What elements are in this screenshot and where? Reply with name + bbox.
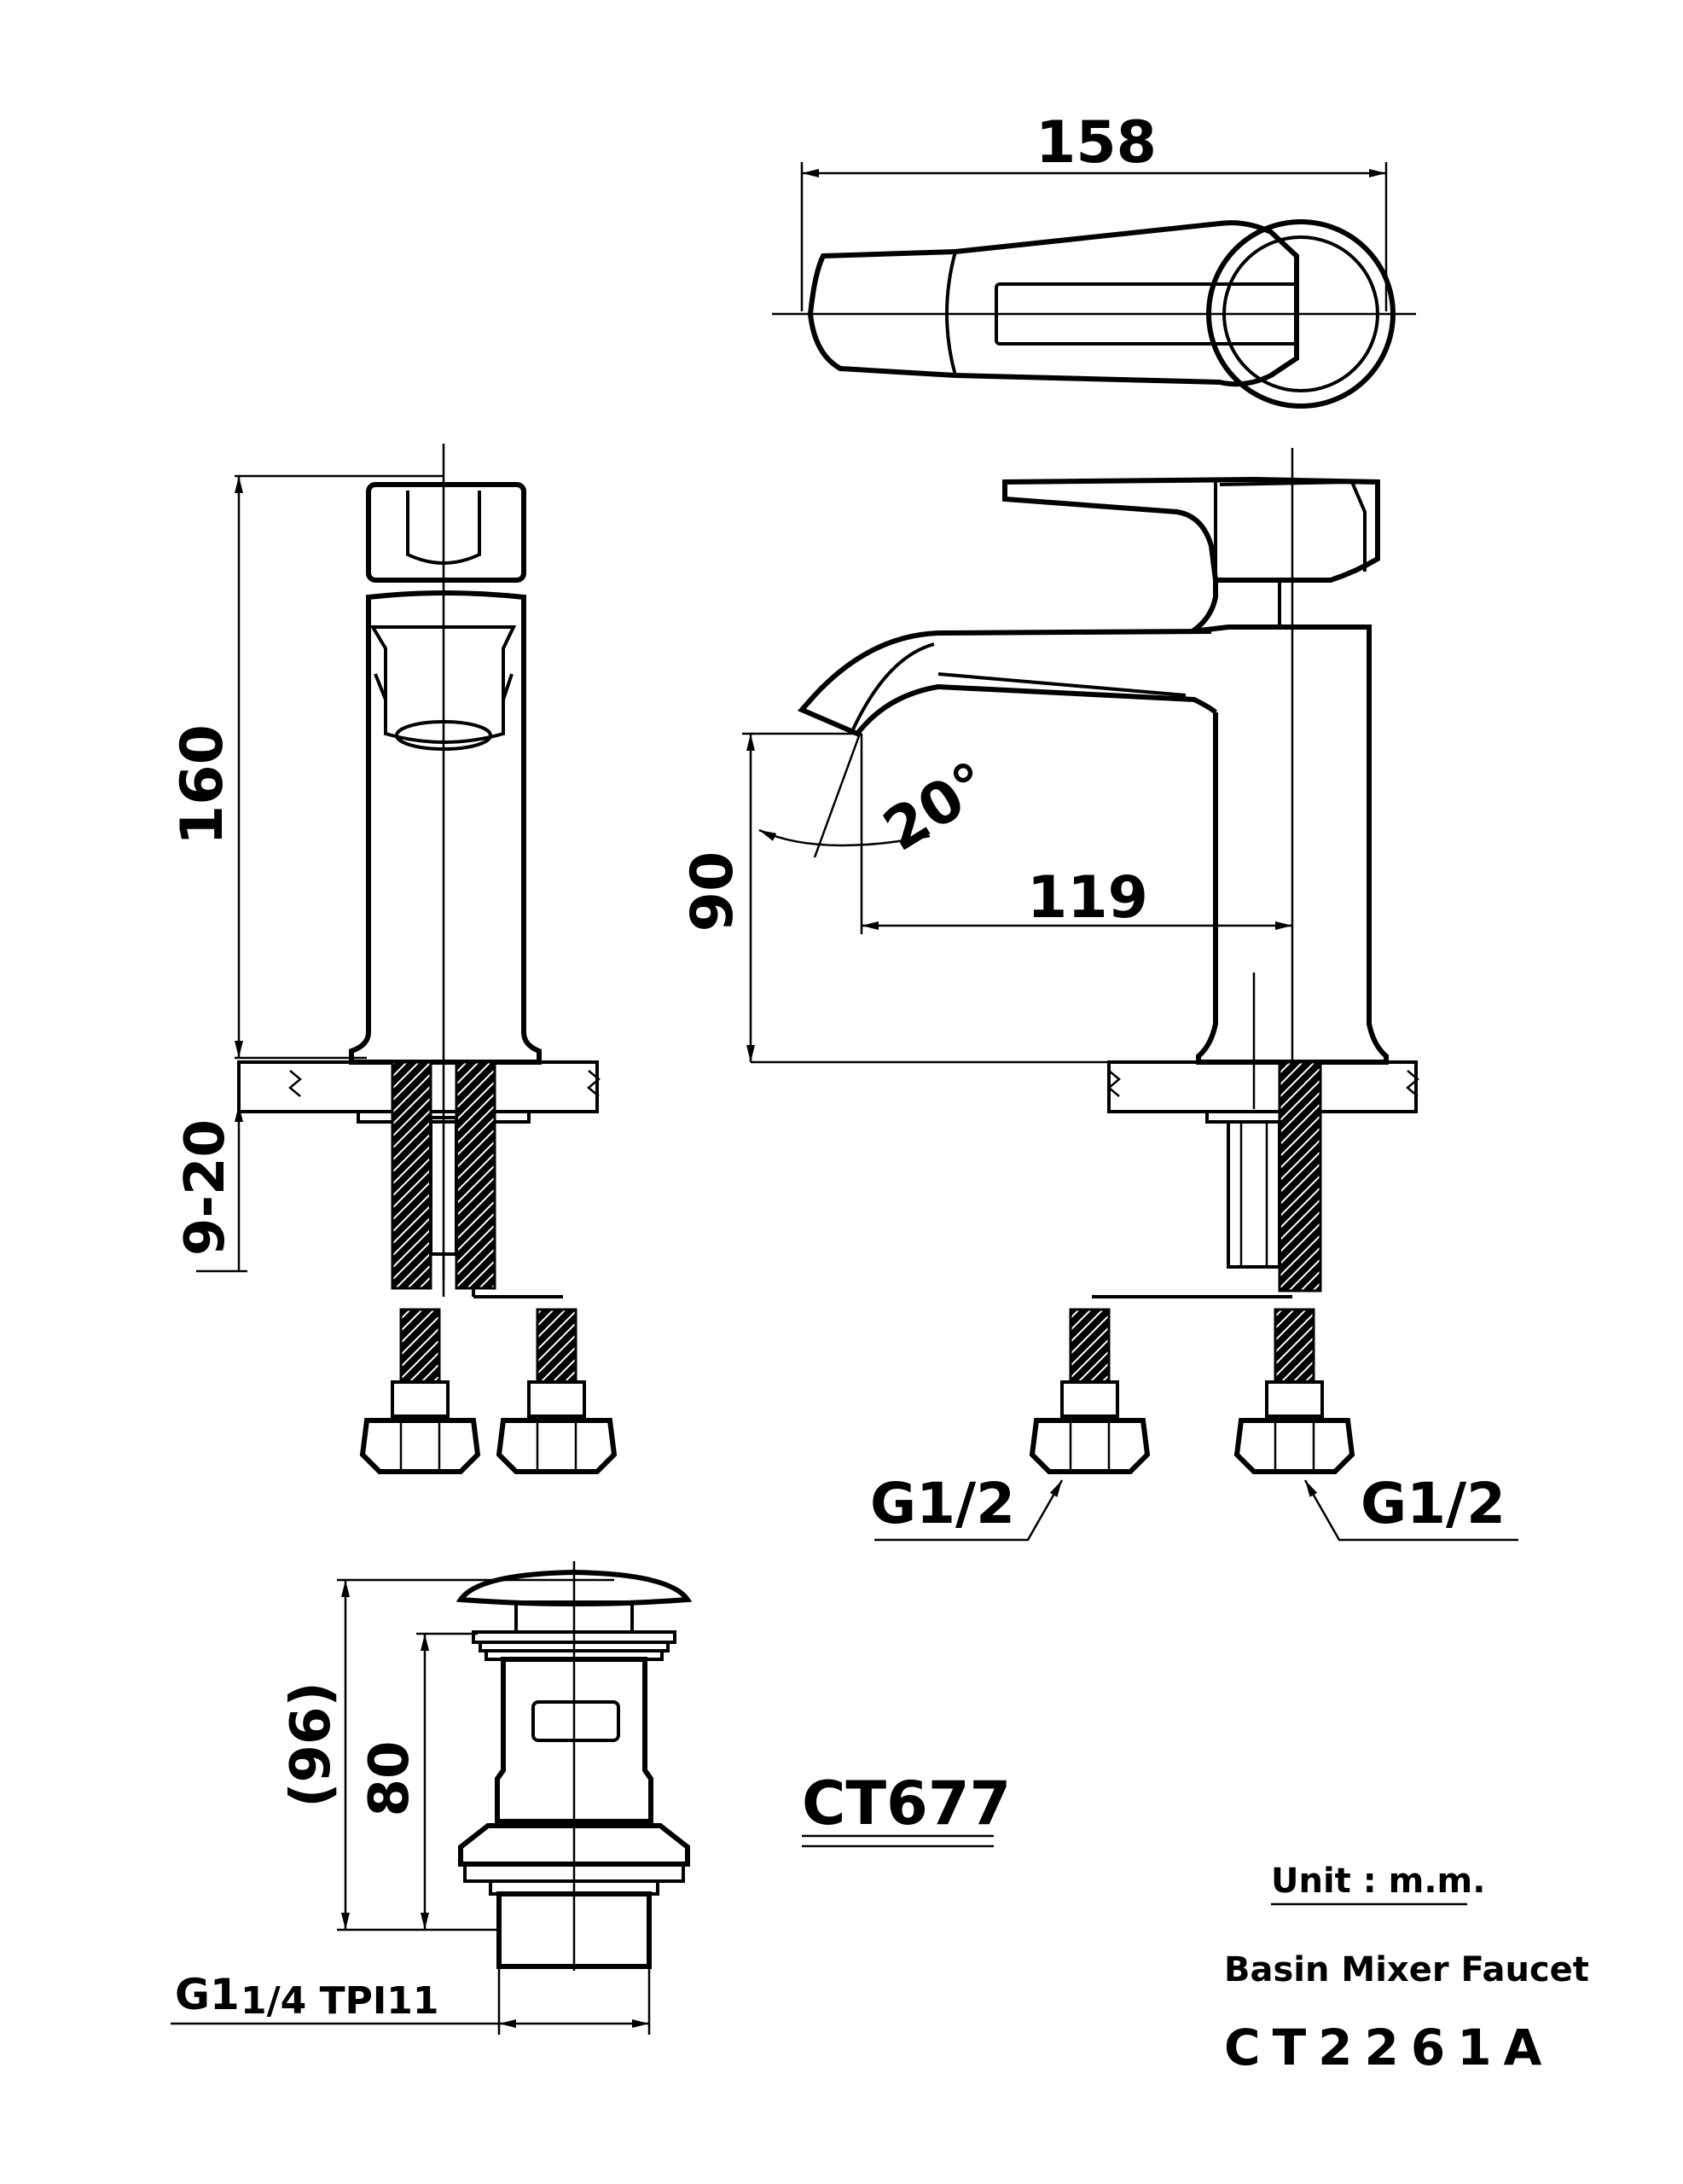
waste-thread-main: G1 (175, 1970, 240, 2019)
dim-spout-reach: 119 (1027, 864, 1148, 932)
unit-label: Unit : m.m. (1271, 1862, 1485, 1901)
front-view: 160 9-20 (169, 444, 618, 1474)
waste-model-label: CT677 (802, 1769, 1011, 1838)
inlet-left-label: G1/2 (870, 1471, 1015, 1536)
product-name: Basin Mixer Faucet (1224, 1950, 1589, 1989)
waste-view: (96) 80 G1 1/4 TPI11 (171, 1561, 693, 2035)
top-view: 158 (772, 109, 1416, 409)
waste-thread-detail: 1/4 TPI11 (241, 1979, 438, 2023)
dim-spout-height: 90 (679, 851, 746, 932)
dim-deck-thickness: 9-20 (174, 1119, 237, 1256)
dim-spout-angle: 20° (873, 749, 1001, 864)
dim-waste-body: 80 (358, 1740, 421, 1816)
product-model: CT2261A (1224, 2018, 1553, 2077)
inlet-right-label: G1/2 (1361, 1471, 1506, 1536)
dim-waste-overall: (96) (280, 1682, 343, 1808)
dim-top-width: 158 (1036, 109, 1157, 177)
side-view: 20° 90 119 G1/2 (679, 448, 1518, 1542)
title-block: Unit : m.m. Basin Mixer Faucet CT2261A (1224, 1862, 1589, 2077)
dim-front-height: 160 (169, 724, 236, 845)
